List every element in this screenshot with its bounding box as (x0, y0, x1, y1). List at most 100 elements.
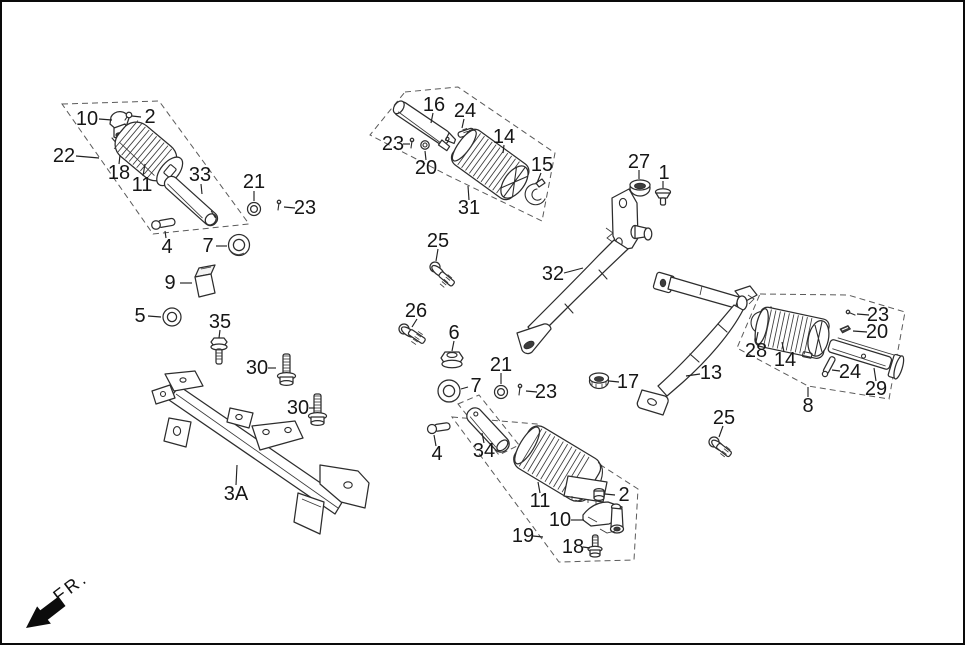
leader-line-35 (218, 329, 221, 339)
callout-21: 21 (490, 354, 512, 376)
callout-33: 33 (189, 164, 211, 186)
part-grommet-5 (162, 307, 182, 327)
rib-line (767, 310, 777, 347)
leader-line-18 (118, 154, 121, 165)
rib-line (531, 436, 556, 475)
rib-line (476, 147, 501, 180)
leader-line-32 (563, 267, 584, 274)
assembly-box-31 (369, 86, 556, 222)
leader-line-20 (852, 330, 868, 333)
part-stand-arm-13 (636, 271, 758, 416)
rib-line (461, 135, 485, 168)
part-collar-7 (227, 233, 251, 257)
rib-line (776, 312, 786, 349)
rib-line (132, 136, 158, 165)
rib-line (785, 314, 795, 351)
assembly-box-8 (736, 293, 906, 400)
part-bolt-1 (654, 188, 672, 206)
callout-22: 22 (53, 145, 75, 167)
callout-27: 27 (628, 151, 650, 173)
rib-line (484, 152, 509, 185)
callout-14: 14 (774, 349, 796, 371)
callout-11: 11 (132, 174, 153, 196)
rib-line (463, 130, 469, 134)
leader-line-25 (718, 425, 724, 438)
rear-footrest-assembly (426, 407, 625, 558)
part-pin-23 (845, 309, 856, 316)
leader-line-24 (831, 369, 841, 372)
part-bolt-25 (708, 436, 732, 458)
part-washer-21 (246, 201, 262, 217)
callout-21: 21 (243, 171, 265, 193)
part-pin-2 (124, 111, 133, 121)
part-pin-23 (409, 137, 415, 149)
callout-24: 24 (839, 361, 861, 383)
part-bolt-25 (429, 261, 455, 288)
rib-line (445, 276, 451, 281)
leader-line-11 (537, 481, 541, 494)
part-footrest-rubber-14 (450, 128, 530, 201)
callout-25: 25 (713, 407, 735, 429)
part-pin-24 (821, 356, 836, 378)
callout-15: 15 (531, 154, 553, 176)
callout-3A: 3A (224, 483, 249, 505)
rib-line (472, 144, 497, 177)
rib-line (480, 150, 505, 183)
part-retainer-clip-15 (524, 178, 546, 206)
part-bolt-30 (307, 393, 328, 427)
part-bolt-35 (210, 337, 228, 365)
callout-23: 23 (867, 304, 889, 326)
rib-line (441, 281, 447, 286)
leader-line-25 (435, 248, 439, 262)
callout-18: 18 (562, 536, 584, 558)
rib-line (725, 446, 731, 451)
part-collar-7 (437, 379, 461, 403)
callout-20: 20 (866, 321, 888, 343)
rib-line (443, 278, 449, 284)
leader-line-7 (460, 386, 469, 390)
callout-19: 19 (512, 525, 534, 547)
rib-line (439, 283, 445, 288)
middle-hardware-group (398, 261, 732, 458)
rib-line (136, 139, 161, 169)
part-footrest-rubber-14 (754, 306, 830, 359)
rib-line (723, 448, 729, 453)
leader-line-15 (536, 172, 542, 184)
callout-29: 29 (865, 378, 887, 400)
fr-direction-arrow (26, 596, 66, 628)
part-cap-nut-17 (588, 372, 610, 390)
rib-line (540, 441, 564, 480)
part-pin-23 (517, 383, 523, 396)
part-step-bar-33 (163, 175, 219, 227)
assembly-box-19 (450, 416, 639, 563)
part-bolt-18 (587, 534, 603, 558)
rib-line (128, 132, 154, 162)
callout-8: 8 (802, 395, 813, 417)
part-clip-20 (839, 325, 852, 334)
leader-line-6 (451, 340, 455, 352)
rib-line (117, 123, 142, 153)
part-main-bracket-3A (151, 370, 370, 535)
leader-line-34 (481, 432, 485, 444)
leader-line-2 (604, 493, 616, 496)
callout-9: 9 (164, 272, 175, 294)
rib-line (113, 120, 139, 150)
rib-line (763, 309, 772, 346)
callout-10: 10 (549, 509, 571, 531)
rib-line (557, 451, 581, 490)
right-footrest-assembly (750, 306, 905, 380)
part-washer-21 (493, 384, 509, 400)
part-joint-pin-4 (151, 217, 176, 230)
part-rubber-block-9 (194, 264, 216, 298)
leader-line-4 (433, 434, 437, 447)
leader-line-11 (142, 163, 146, 177)
callout-23: 23 (382, 133, 404, 155)
part-mount-bracket (605, 188, 653, 251)
part-joint-pin-4 (426, 422, 451, 435)
rib-line (548, 446, 573, 485)
callout-6: 6 (448, 322, 459, 344)
rib-line (469, 141, 493, 174)
rib-line (794, 316, 804, 353)
leader-line-2 (131, 115, 142, 118)
